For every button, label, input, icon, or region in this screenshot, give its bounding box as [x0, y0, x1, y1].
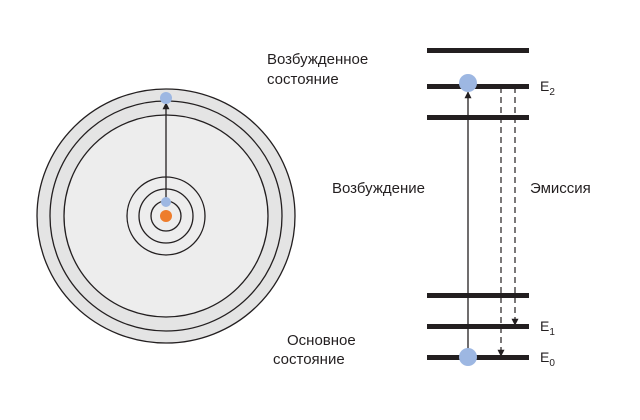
level-e0-label: E0: [540, 349, 555, 369]
level-lower-high: [427, 293, 529, 298]
electron-excited: [459, 74, 477, 92]
level-e1-label: E1: [540, 318, 555, 338]
excited-state-label-line2: состояние: [267, 71, 339, 88]
level-top: [427, 48, 529, 53]
emission-label: Эмиссия: [530, 180, 591, 197]
level-upper-3: [427, 115, 529, 120]
energy-levels: [427, 48, 529, 360]
ground-state-label-line1: Основное: [287, 332, 356, 349]
electron-ground-atom: [161, 197, 171, 207]
atom-model: [36, 88, 296, 344]
ground-state-label-line2: состояние: [273, 351, 345, 368]
electron-excited-atom: [160, 92, 172, 104]
excitation-label: Возбуждение: [332, 180, 425, 197]
level-e2-label: E2: [540, 78, 555, 98]
level-e0: [427, 355, 529, 360]
excited-state-label-line1: Возбужденное: [267, 51, 368, 68]
level-e2: [427, 84, 529, 89]
electron-ground: [459, 348, 477, 366]
nucleus: [160, 210, 172, 222]
level-e1: [427, 324, 529, 329]
